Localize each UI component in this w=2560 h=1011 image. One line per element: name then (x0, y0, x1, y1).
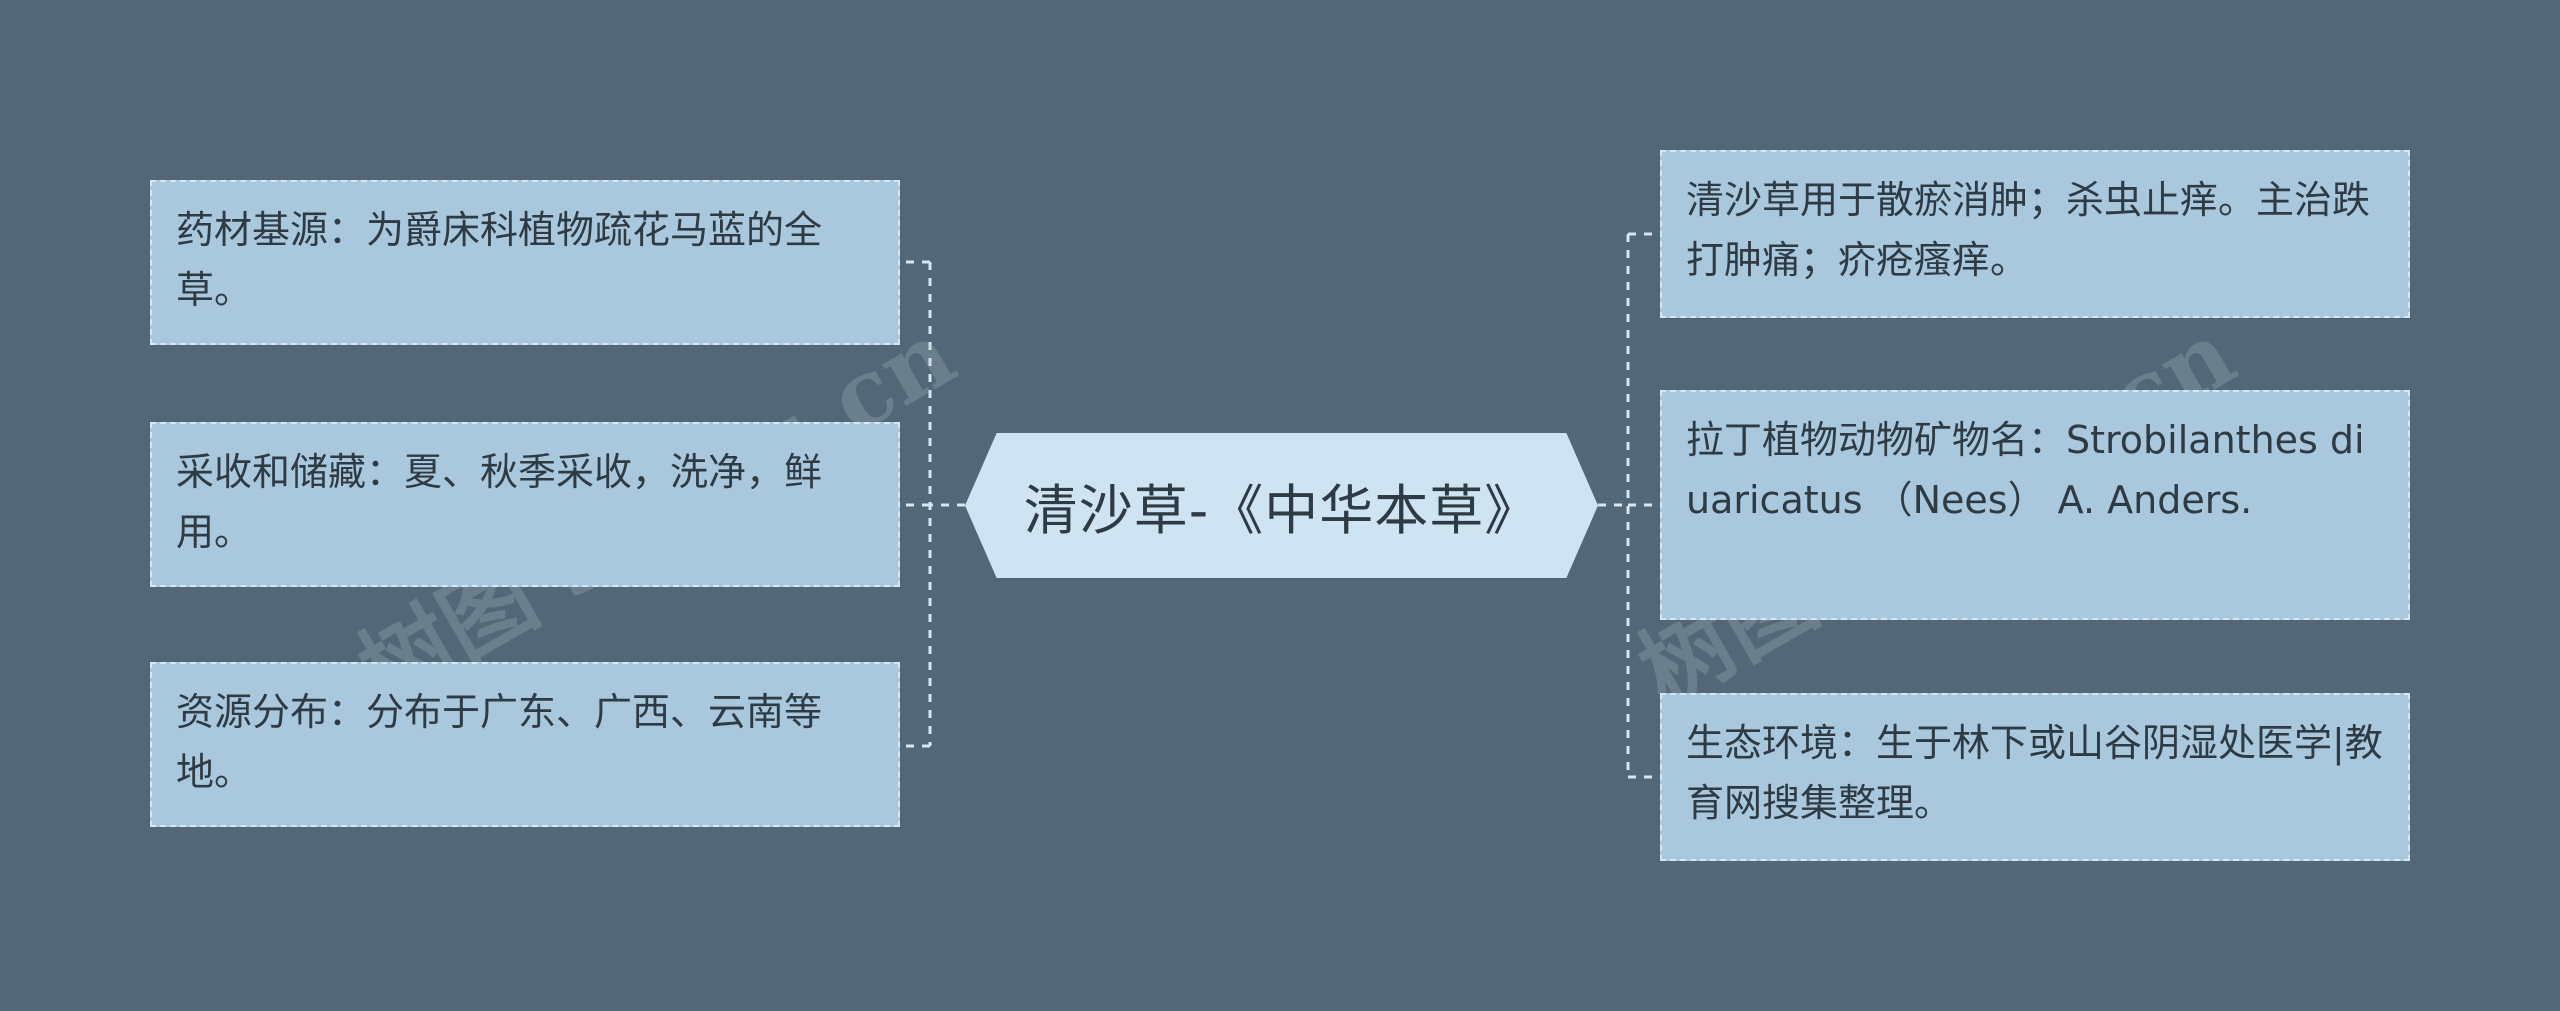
right-node-usage[interactable]: 清沙草用于散瘀消肿；杀虫止痒。主治跌打肿痛；疥疮瘙痒。 (1660, 150, 2410, 318)
center-node[interactable]: 清沙草-《中华本草》 (965, 433, 1598, 578)
right-node-latin-name-text: 拉丁植物动物矿物名：Strobilanthes diuaricatus （Nee… (1686, 418, 2365, 522)
left-node-source[interactable]: 药材基源：为爵床科植物疏花马蓝的全草。 (150, 180, 900, 345)
left-node-harvest-text: 采收和储藏：夏、秋季采收，洗净，鲜用。 (176, 450, 823, 554)
center-node-label: 清沙草-《中华本草》 (1023, 479, 1540, 542)
left-node-distribution-text: 资源分布：分布于广东、广西、云南等地。 (176, 690, 823, 794)
right-node-habitat-text: 生态环境：生于林下或山谷阴湿处医学|教育网搜集整理。 (1686, 721, 2383, 825)
right-node-latin-name[interactable]: 拉丁植物动物矿物名：Strobilanthes diuaricatus （Nee… (1660, 390, 2410, 620)
left-node-distribution[interactable]: 资源分布：分布于广东、广西、云南等地。 (150, 662, 900, 827)
right-node-habitat[interactable]: 生态环境：生于林下或山谷阴湿处医学|教育网搜集整理。 (1660, 693, 2410, 861)
left-node-harvest[interactable]: 采收和储藏：夏、秋季采收，洗净，鲜用。 (150, 422, 900, 587)
left-node-source-text: 药材基源：为爵床科植物疏花马蓝的全草。 (176, 208, 823, 312)
right-node-usage-text: 清沙草用于散瘀消肿；杀虫止痒。主治跌打肿痛；疥疮瘙痒。 (1686, 178, 2371, 282)
